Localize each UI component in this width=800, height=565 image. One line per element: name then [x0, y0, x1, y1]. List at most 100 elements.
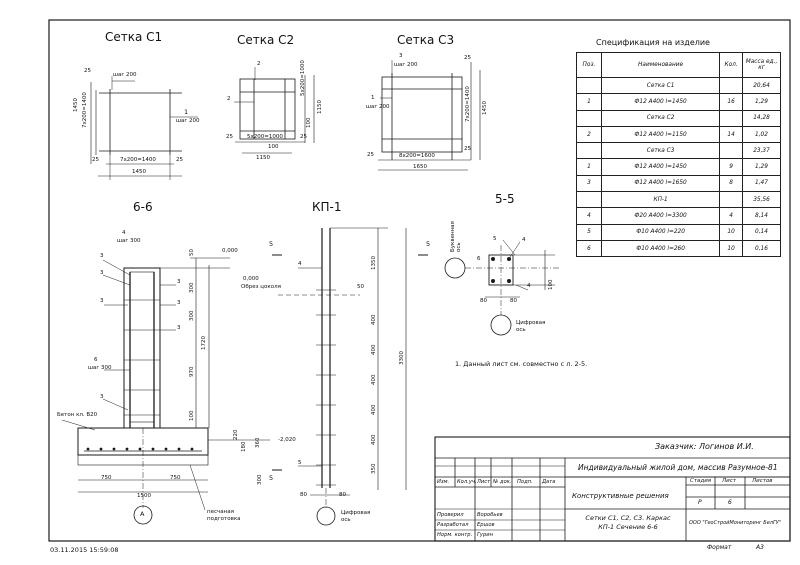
- stamp-role-dev: Разработал: [437, 522, 469, 528]
- stamp-col-izm: Изм.: [437, 479, 450, 485]
- spec-cell: 10: [719, 223, 743, 241]
- stamp-sheets-header: Листов: [752, 478, 773, 484]
- stamp-org: ООО "ГеоСтройМониторинг БелГУ": [689, 520, 782, 526]
- spec-cell: 6: [576, 239, 602, 258]
- s66-step300b: шаг 300: [88, 365, 112, 371]
- c2-dim-total: 1150: [256, 155, 270, 161]
- c2-dim-25-r: 25: [300, 134, 307, 140]
- c2-dim-100: 100: [306, 117, 312, 129]
- c2-pos-left: 2: [227, 96, 231, 102]
- spec-cell: 20,64: [742, 76, 781, 95]
- kp-d350: 350: [371, 463, 377, 475]
- stamp-stage: Р: [698, 499, 702, 506]
- mesh-c2-drawing: [234, 67, 315, 154]
- s66-w750b: 750: [170, 475, 181, 481]
- mesh-c1-drawing: [90, 76, 198, 180]
- kp-d400-a: 400: [371, 314, 377, 326]
- kp-d50: 50: [357, 284, 364, 290]
- spec-cell: 0,16: [742, 239, 781, 258]
- kp-axis: Цифровая ось: [341, 510, 371, 523]
- spec-cell: 3: [576, 174, 602, 193]
- s66-step300: шаг 300: [117, 238, 141, 244]
- s66-pos3-g: 3: [100, 394, 104, 400]
- s55-axis-letter: Буквенная ось: [450, 221, 462, 252]
- c2-dim-r2: 1150: [317, 100, 323, 114]
- stamp-col-doc: № док.: [493, 479, 512, 485]
- stamp-role-norm: Норм. контр.: [437, 532, 473, 538]
- s66-zero: 0,000: [222, 248, 238, 254]
- spec-cell: 14: [719, 125, 743, 144]
- s66-d180: 180: [241, 441, 247, 453]
- section-66-title: 6-6: [133, 200, 153, 214]
- spec-h-name: Наименование: [600, 52, 721, 78]
- s66-d1720: 1720: [201, 336, 207, 350]
- spec-cell: 8: [719, 174, 743, 193]
- mesh-c3-drawing: [378, 60, 481, 171]
- section-55-title: 5-5: [495, 192, 515, 206]
- section-55-drawing: [444, 239, 560, 336]
- kp1-title: КП-1: [312, 200, 342, 214]
- spec-h-pos: Поз.: [576, 52, 602, 78]
- section-66-drawing: [61, 257, 270, 525]
- s66-w750a: 750: [101, 475, 112, 481]
- c2-pos-top: 2: [257, 61, 261, 67]
- s55-pos4-b: 4: [527, 283, 531, 289]
- kp-d80a: 80: [300, 492, 307, 498]
- kp-d80b: 80: [339, 492, 346, 498]
- kp-zero: 0,000: [243, 276, 259, 282]
- c3-pos3: 3: [399, 53, 403, 59]
- s66-pos6: 6: [94, 357, 98, 363]
- spec-cell: [576, 191, 602, 209]
- spec-cell: 1,02: [742, 125, 781, 144]
- stamp-sheet-title: Сетки С1, С2, С3. Каркас КП-1 Сечение 6-…: [585, 514, 671, 531]
- c1-dim-bottom: 7х200=1400: [120, 157, 156, 163]
- spec-cell: [576, 109, 602, 127]
- spec-cell: [719, 142, 743, 160]
- spec-cell: Ф12 А400 l=1450: [600, 158, 721, 176]
- spec-cell: [576, 76, 602, 95]
- stamp-col-list: Лист: [477, 479, 491, 485]
- stamp-name-checked: Воробьев: [477, 512, 503, 518]
- spec-cell: 1: [576, 93, 602, 111]
- spec-cell: 0,14: [742, 223, 781, 241]
- s66-pos3-a: 3: [100, 253, 104, 259]
- date-stamp: 03.11.2015 15:59:08: [50, 546, 119, 554]
- spec-title: Спецификация на изделие: [596, 38, 710, 47]
- spec-cell: 1: [576, 158, 602, 176]
- mesh-c2-title: Сетка С2: [237, 33, 295, 47]
- c3-dim-r1: 7х200=1400: [465, 86, 471, 122]
- s66-pos3-f: 3: [177, 325, 181, 331]
- kp-sec5-b: 5: [426, 240, 431, 248]
- stamp-section: Конструктивные решения: [572, 492, 669, 500]
- spec-cell: 5: [576, 223, 602, 241]
- s55-d80a: 80: [480, 298, 487, 304]
- c3-dim-25-bot: 25: [464, 146, 471, 152]
- s55-d80b: 80: [510, 298, 517, 304]
- kp-d400-b: 400: [371, 344, 377, 356]
- c1-dim-25-top: 25: [84, 68, 91, 74]
- spec-cell: 35,56: [742, 191, 781, 209]
- kp-sec5-c: 5: [269, 474, 274, 482]
- spec-cell: Ф12 А400 l=1150: [600, 125, 721, 144]
- stamp-role-checked: Проверил: [437, 512, 464, 518]
- stamp-col-koluch: Кол.уч.: [457, 479, 477, 485]
- c2-dim-bottom: 5х200=1000: [247, 134, 283, 140]
- mesh-c3-title: Сетка С3: [397, 33, 455, 47]
- stamp-col-date: Дата: [542, 479, 556, 485]
- spec-cell: КП-1: [600, 191, 721, 209]
- kp-d400-e: 400: [371, 434, 377, 446]
- mesh-c1-title: Сетка С1: [105, 30, 163, 44]
- spec-cell: 1,29: [742, 158, 781, 176]
- s55-pos4-a: 4: [522, 237, 526, 243]
- c2-dim-100b: 100: [268, 144, 279, 150]
- spec-cell: [719, 191, 743, 209]
- s66-concrete: Бетон кл. В20: [57, 412, 98, 418]
- c1-dim-side: 1450: [73, 98, 79, 112]
- c1-dim-total: 1450: [132, 169, 146, 175]
- s66-pos3-b: 3: [100, 270, 104, 276]
